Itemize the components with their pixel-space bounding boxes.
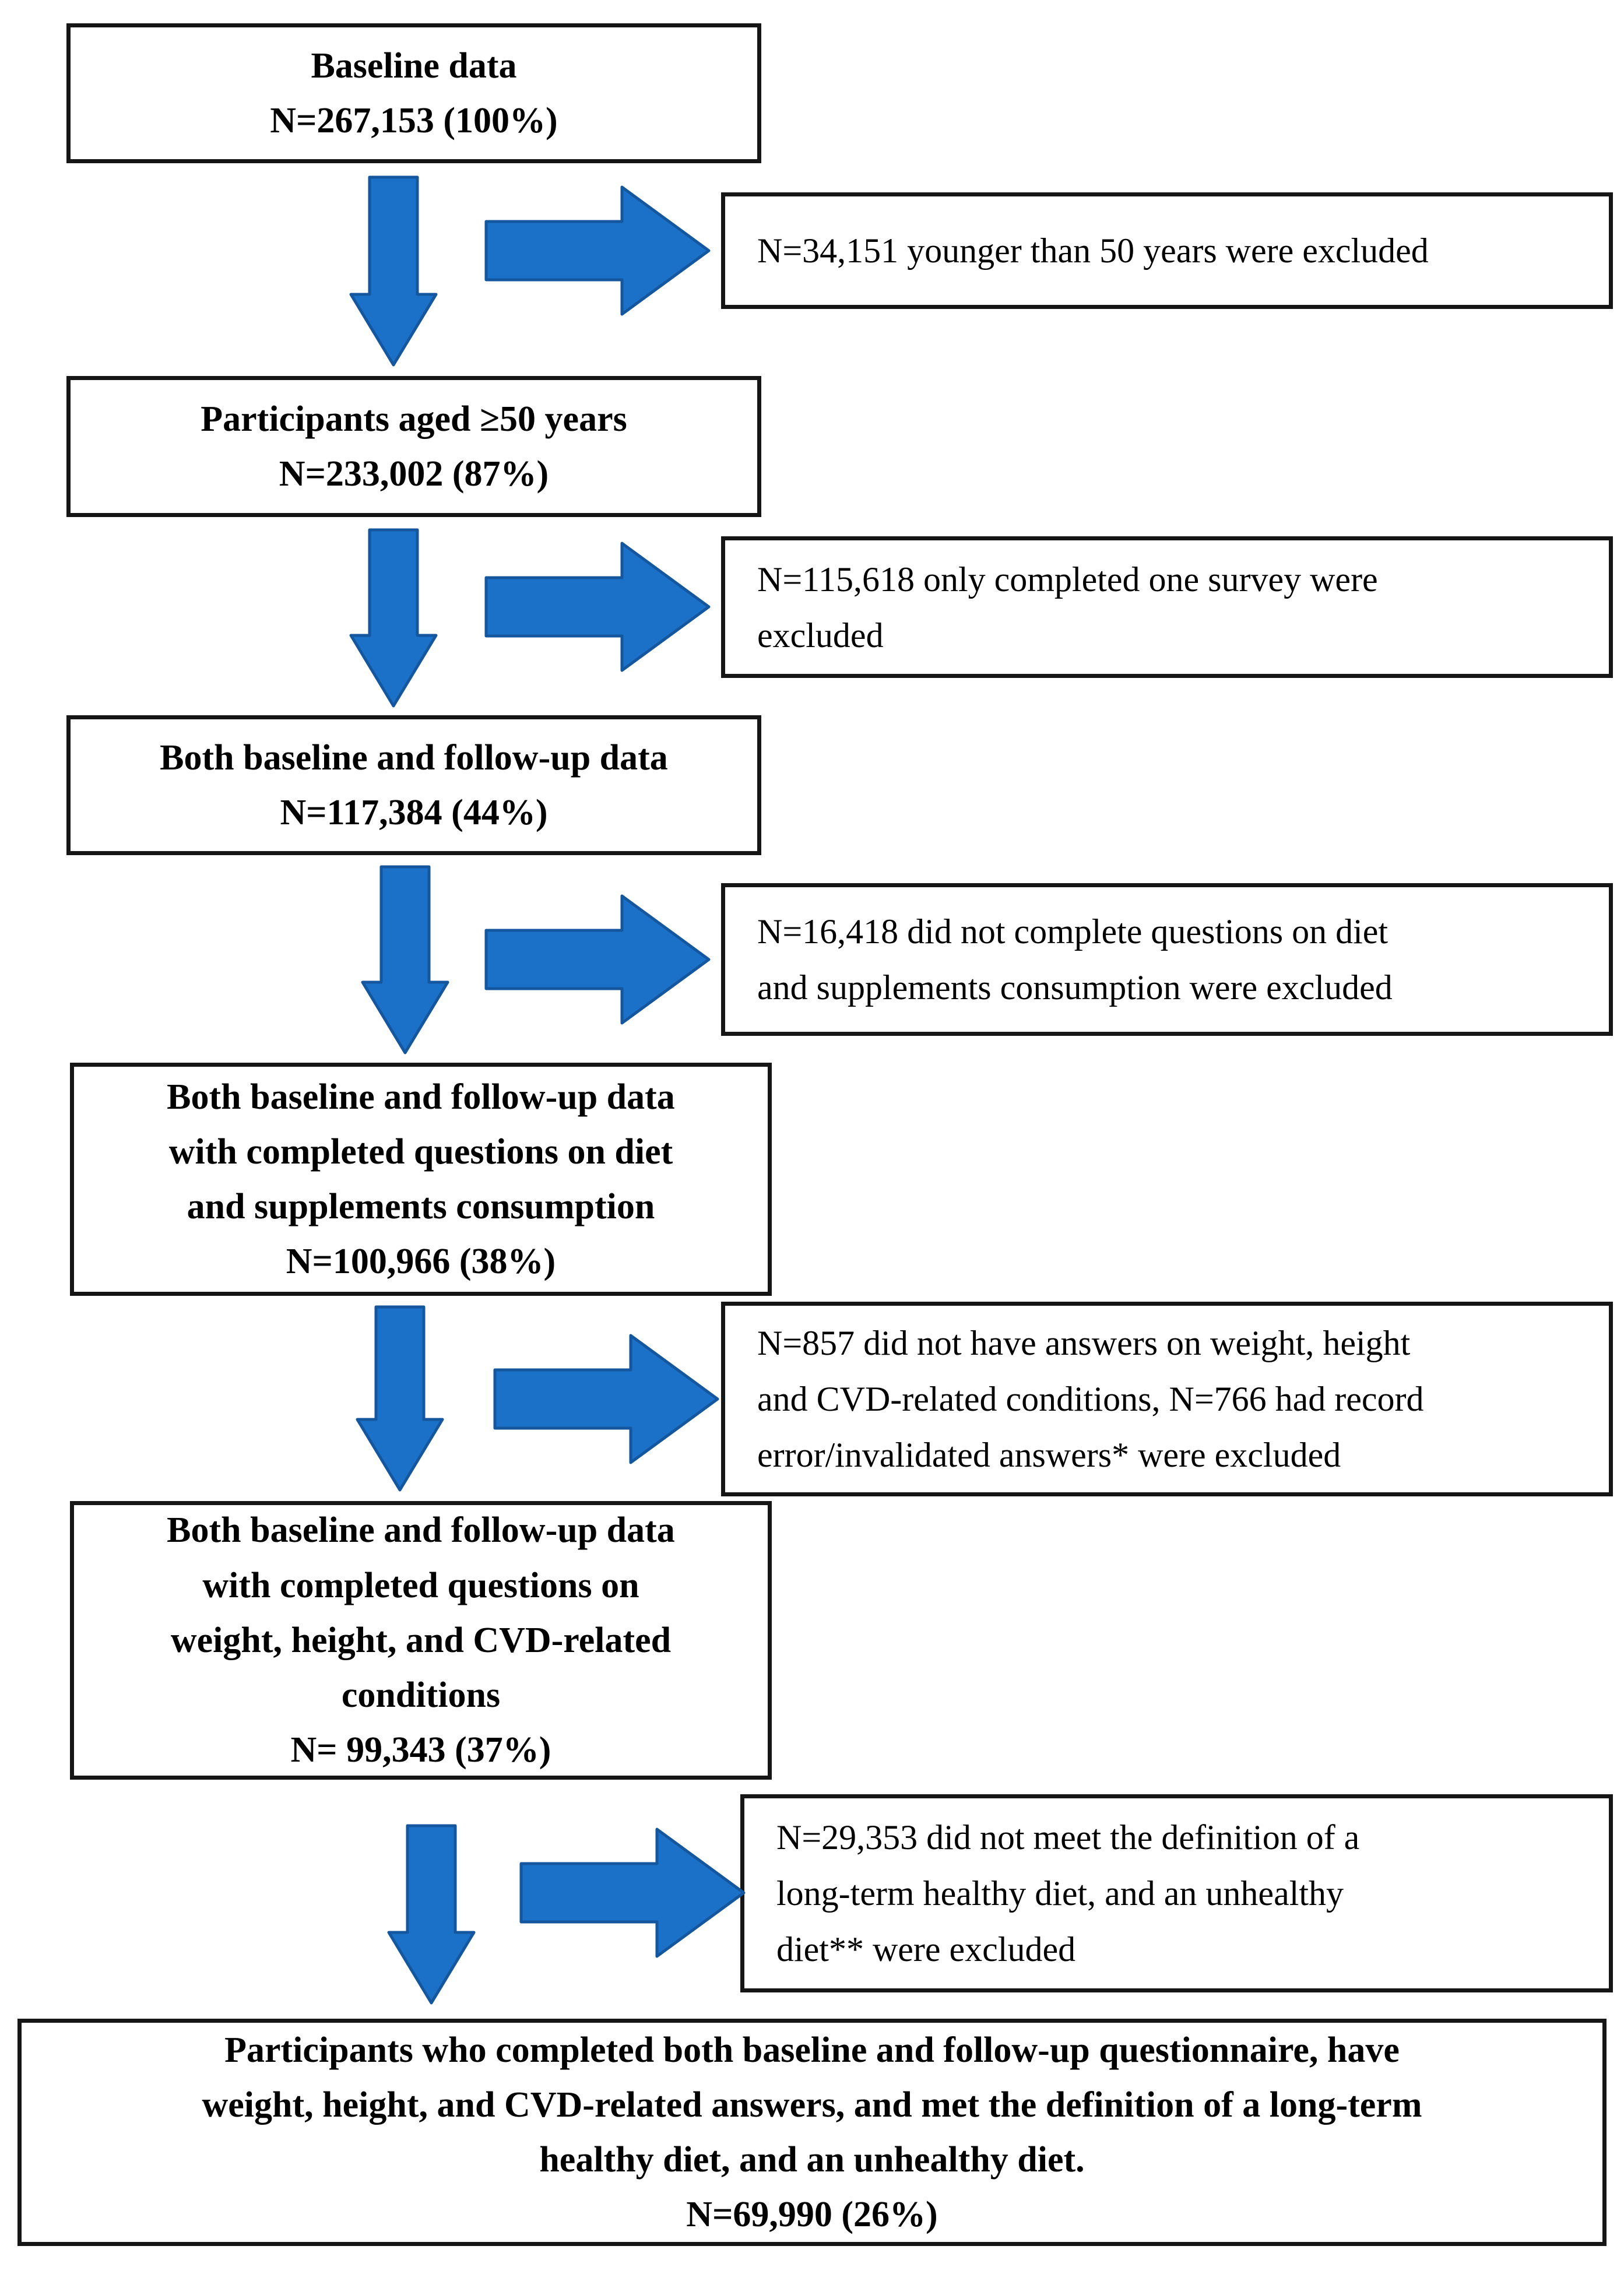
right-arrow-1 bbox=[484, 184, 711, 318]
right-arrow-3 bbox=[484, 892, 711, 1027]
exclusion-box-one-survey: N=115,618 only completed one survey were… bbox=[721, 536, 1613, 678]
right-arrow-5 bbox=[519, 1826, 746, 1960]
right-arrow-4 bbox=[493, 1332, 720, 1466]
flow-box-aged-50: Participants aged ≥50 years N=233,002 (8… bbox=[66, 376, 761, 517]
down-arrow-1 bbox=[349, 175, 438, 367]
flow-box-baseline-followup: Both baseline and follow-up data N=117,3… bbox=[66, 715, 761, 855]
down-arrow-2 bbox=[349, 528, 438, 708]
flow-box-final-sample: Participants who completed both baseline… bbox=[17, 2019, 1607, 2246]
exclusion-box-under-50: N=34,151 younger than 50 years were excl… bbox=[721, 192, 1613, 309]
exclusion-box-diet-questions: N=16,418 did not complete questions on d… bbox=[721, 883, 1613, 1036]
flow-box-baseline: Baseline data N=267,153 (100%) bbox=[66, 23, 761, 163]
down-arrow-4 bbox=[356, 1305, 444, 1492]
down-arrow-5 bbox=[387, 1823, 476, 2005]
right-arrow-2 bbox=[484, 540, 711, 674]
flow-box-diet-supplements: Both baseline and follow-up data with co… bbox=[70, 1063, 772, 1296]
exclusion-box-missing-answers: N=857 did not have answers on weight, he… bbox=[721, 1302, 1613, 1496]
flow-box-cvd-conditions: Both baseline and follow-up data with co… bbox=[70, 1501, 772, 1780]
down-arrow-3 bbox=[361, 864, 449, 1055]
exclusion-box-diet-definition: N=29,353 did not meet the definition of … bbox=[740, 1794, 1613, 1992]
